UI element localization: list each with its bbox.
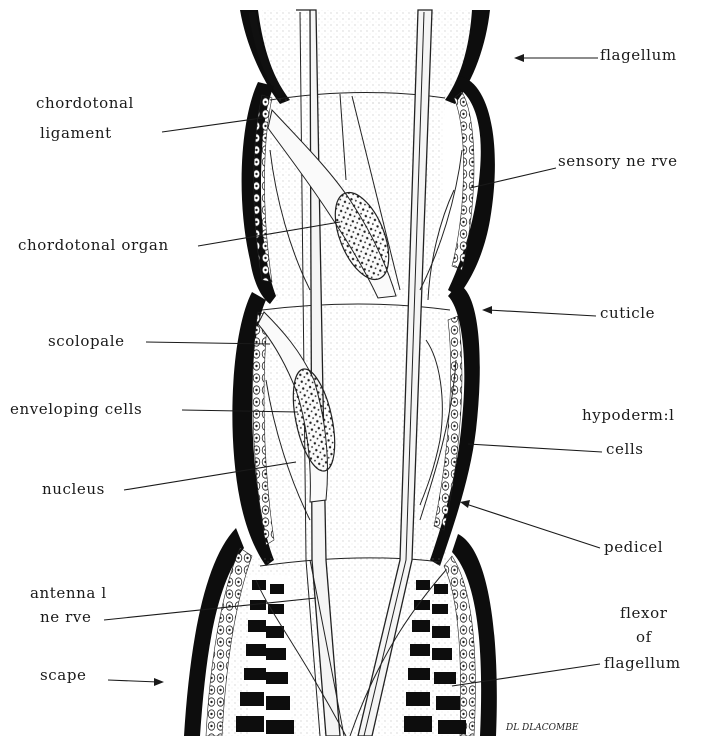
artist-signature: DL DLACOMBE <box>505 723 579 733</box>
flagellum-segment <box>240 10 490 105</box>
label-chordotonal-ligament-1: chordotonal <box>36 94 134 112</box>
label-nucleus: nucleus <box>42 480 105 498</box>
label-flexor-2: of <box>636 628 653 646</box>
label-antennal-nerve-2: ne rve <box>40 608 91 626</box>
label-sensory-nerve: sensory ne rve <box>558 152 678 170</box>
label-flexor-3: flagellum <box>604 654 681 672</box>
label-cuticle: cuticle <box>600 304 655 322</box>
scape-segment <box>184 528 497 736</box>
label-flexor-1: flexor <box>620 604 668 622</box>
label-pedicel: pedicel <box>604 538 663 556</box>
label-hypodermal-1: hypoderm:l <box>582 406 675 424</box>
label-flagellum: flagellum <box>600 46 677 64</box>
label-hypodermal-2: cells <box>606 440 644 458</box>
label-scape: scape <box>40 666 87 684</box>
label-chordotonal-organ: chordotonal organ <box>18 236 169 254</box>
label-enveloping-cells: enveloping cells <box>10 400 142 418</box>
label-chordotonal-ligament-2: ligament <box>40 124 112 142</box>
label-antennal-nerve-1: antenna l <box>30 584 107 602</box>
label-scolopale: scolopale <box>48 332 125 350</box>
